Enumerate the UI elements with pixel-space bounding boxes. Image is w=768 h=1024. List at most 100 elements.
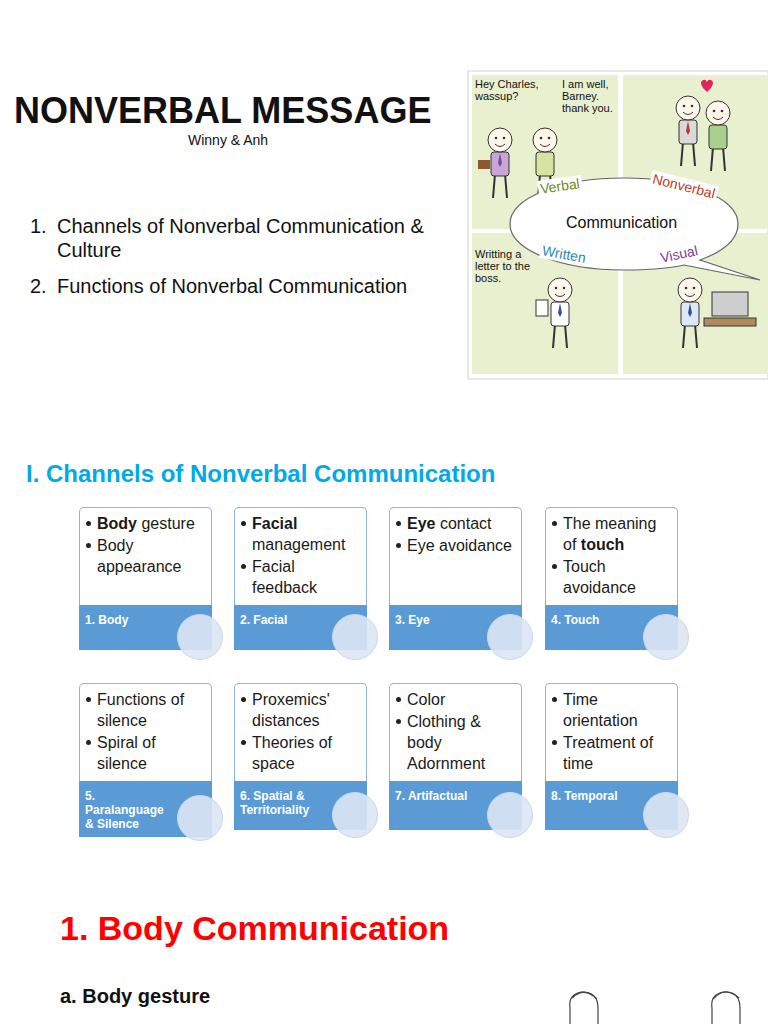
channel-card: Body gestureBody appearance 1. Body	[79, 507, 212, 650]
bullet-row: Body gesture	[86, 513, 207, 534]
list-item: Functions of Nonverbal Communication	[57, 274, 457, 298]
bullet-row: Theories of space	[241, 732, 362, 774]
bullet-dot	[86, 543, 91, 548]
speech-text: Hey Charles, wassup?	[475, 78, 545, 102]
stick-figure	[678, 278, 702, 348]
bullet-text: Spiral of silence	[97, 732, 207, 774]
topic-heading: a. Body gesture	[60, 984, 460, 1008]
speech-text: Writting a letter to the boss.	[475, 248, 541, 284]
bullet-dot	[396, 697, 401, 702]
stick-figure	[548, 278, 572, 348]
bullet-text: Time orientation	[563, 689, 673, 731]
circle-decoration	[487, 614, 533, 660]
bullet-text: Functions of silence	[97, 689, 207, 731]
bullet-row: Color	[396, 689, 517, 710]
bullet-row: Treatment of time	[552, 732, 673, 774]
bullet-text: Body gesture	[97, 513, 195, 534]
bullet-dot	[552, 697, 557, 702]
bullet-row: Functions of silence	[86, 689, 207, 731]
circle-decoration	[487, 792, 533, 838]
bullet-row: Eye contact	[396, 513, 517, 534]
list-number: 1.	[30, 214, 56, 238]
category-label: 8. Temporal	[551, 789, 638, 803]
section-heading: I. Channels of Nonverbal Communication	[26, 460, 726, 489]
stick-figure	[706, 101, 730, 171]
channel-card: Eye contactEye avoidance 3. Eye	[389, 507, 522, 650]
circle-decoration	[177, 795, 223, 841]
author-line: Winny & Anh	[188, 132, 328, 149]
channel-card: Proxemics' distancesTheories of space 6. …	[234, 683, 367, 830]
bullet-text: Facial management	[252, 513, 362, 555]
bullet-box: Facial managementFacial feedback	[234, 507, 367, 605]
bullet-text: Color	[407, 689, 445, 710]
channel-card: The meaning of touchTouch avoidance 4. To…	[545, 507, 678, 650]
body-sketches	[570, 992, 740, 1024]
bullet-row: Facial management	[241, 513, 362, 555]
bullet-box: Functions of silenceSpiral of silence	[79, 683, 212, 781]
bullet-dot	[552, 564, 557, 569]
bullet-row: Body appearance	[86, 535, 207, 577]
channel-card: Functions of silenceSpiral of silence 5. …	[79, 683, 212, 837]
bullet-dot	[86, 697, 91, 702]
bullet-box: The meaning of touchTouch avoidance	[545, 507, 678, 605]
bullet-dot	[86, 521, 91, 526]
bullet-dot	[241, 521, 246, 526]
bullet-text: Eye contact	[407, 513, 492, 534]
list-item: Channels of Nonverbal Communication & Cu…	[57, 214, 457, 262]
bullet-dot	[241, 564, 246, 569]
bullet-text: Clothing & body Adornment	[407, 711, 517, 774]
category-label: 4. Touch	[551, 613, 638, 627]
bullet-text: Eye avoidance	[407, 535, 512, 556]
bullet-dot	[396, 521, 401, 526]
stick-figure	[488, 128, 512, 198]
bullet-text: The meaning of touch	[563, 513, 673, 555]
bullet-row: Proxemics' distances	[241, 689, 362, 731]
circle-decoration	[332, 792, 378, 838]
bullet-box: Proxemics' distancesTheories of space	[234, 683, 367, 781]
slide-title: NONVERBAL MESSAGE	[14, 90, 464, 132]
bullet-dot	[552, 521, 557, 526]
speech-ellipse: VerbalNonverbalCommunicationWrittenVisua…	[508, 176, 740, 272]
bullet-dot	[396, 719, 401, 724]
channel-card: Facial managementFacial feedback 2. Facia…	[234, 507, 367, 650]
bullet-text: Proxemics' distances	[252, 689, 362, 731]
center-word: Communication	[564, 214, 679, 232]
bullet-box: ColorClothing & body Adornment	[389, 683, 522, 781]
bullet-box: Time orientationTreatment of time	[545, 683, 678, 781]
list-number: 2.	[30, 274, 56, 298]
category-label: 3. Eye	[395, 613, 482, 627]
bullet-dot	[396, 543, 401, 548]
bullet-row: Touch avoidance	[552, 556, 673, 598]
bullet-row: Facial feedback	[241, 556, 362, 598]
subsection-heading: 1. Body Communication	[60, 908, 760, 949]
category-label: 2. Facial	[240, 613, 327, 627]
bullet-dot	[552, 740, 557, 745]
category-label: 6. Spatial & Territoriality	[240, 789, 327, 817]
channel-card: Time orientationTreatment of time 8. Temp…	[545, 683, 678, 830]
bullet-text: Facial feedback	[252, 556, 362, 598]
stick-figure	[676, 96, 700, 166]
bullet-row: Eye avoidance	[396, 535, 517, 556]
bullet-dot	[241, 740, 246, 745]
channel-card: ColorClothing & body Adornment7. Artifac…	[389, 683, 522, 830]
circle-decoration	[643, 614, 689, 660]
bullet-dot	[86, 740, 91, 745]
picture-frame	[468, 71, 768, 379]
circle-decoration	[332, 614, 378, 660]
category-label: 1. Body	[85, 613, 172, 627]
bullet-box: Body gestureBody appearance	[79, 507, 212, 605]
bullet-dot	[241, 697, 246, 702]
circle-decoration	[177, 614, 223, 660]
bullet-text: Touch avoidance	[563, 556, 673, 598]
bullet-box: Eye contactEye avoidance	[389, 507, 522, 605]
bullet-row: Spiral of silence	[86, 732, 207, 774]
bullet-text: Theories of space	[252, 732, 362, 774]
bullet-row: The meaning of touch	[552, 513, 673, 555]
speech-text: I am well, Barney. thank you.	[562, 78, 616, 114]
bullet-text: Treatment of time	[563, 732, 673, 774]
circle-decoration	[643, 792, 689, 838]
bullet-row: Clothing & body Adornment	[396, 711, 517, 774]
category-label: 5. Paralanguage & Silence	[85, 789, 172, 831]
bullet-row: Time orientation	[552, 689, 673, 731]
bullet-text: Body appearance	[97, 535, 207, 577]
